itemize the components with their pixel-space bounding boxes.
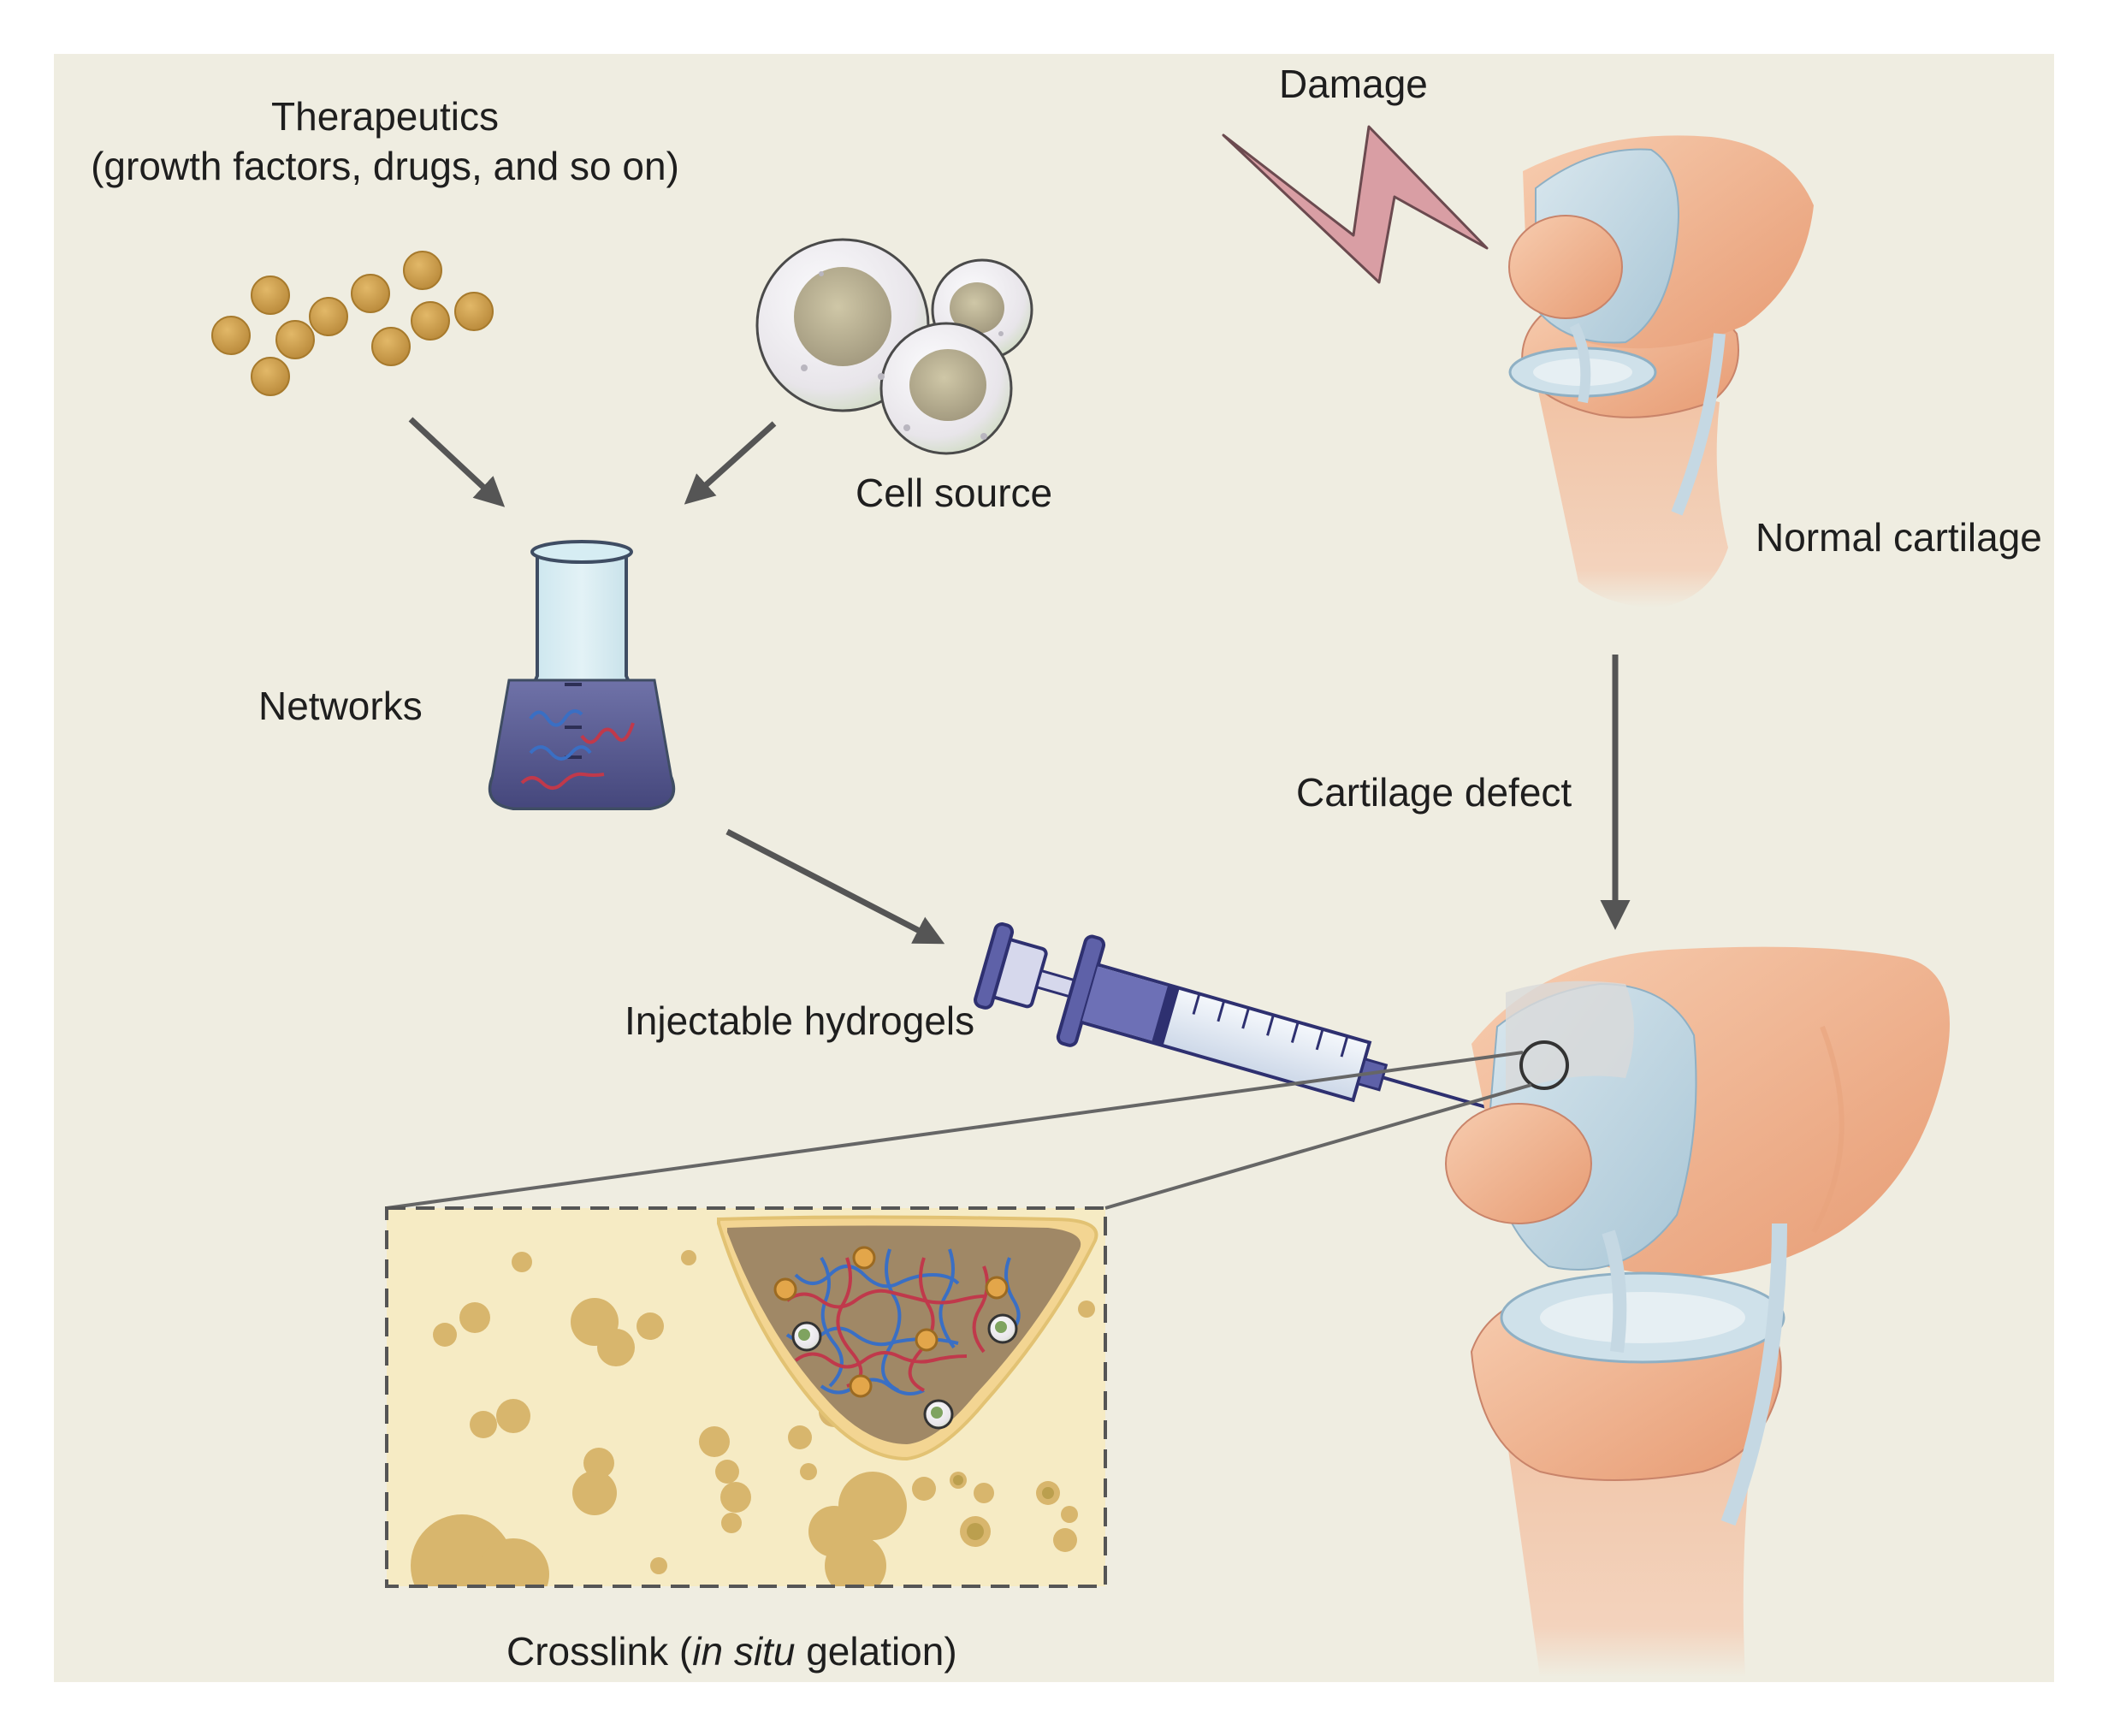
arrow-flask-to-syringe: [725, 828, 945, 945]
crosslink-label-prefix: Crosslink (: [506, 1629, 693, 1674]
damage-label: Damage: [1279, 62, 1428, 106]
crosslink-inset: [387, 1208, 1105, 1586]
therapeutics-subtitle: (growth factors, drugs, and so on): [91, 143, 679, 188]
crosslink-label: Crosslink (in situ gelation): [506, 1627, 957, 1677]
networks-label: Networks: [258, 684, 423, 728]
crosslink-label-suffix: gelation): [795, 1629, 957, 1674]
cell-source-label: Cell source: [856, 471, 1053, 515]
crosslink-inset-border: [385, 1206, 1107, 1588]
crosslink-label-italic: in situ: [692, 1629, 796, 1674]
injectable-hydrogels-label: Injectable hydrogels: [625, 998, 975, 1043]
arrow-therapeutics-to-flask: [408, 417, 506, 507]
defect-magnifier-circle: [1519, 1040, 1569, 1090]
lightning-bolt-icon: [1222, 125, 1489, 284]
zoom-guide-line-top: [386, 1051, 1524, 1210]
cartilage-defect-label: Cartilage defect: [1296, 770, 1572, 815]
normal-knee-illustration: [1508, 135, 1814, 607]
arrow-cells-to-flask: [684, 421, 777, 505]
erlenmeyer-flask-icon: [488, 540, 676, 810]
normal-cartilage-label: Normal cartilage: [1756, 515, 2042, 560]
damaged-knee-illustration: [1445, 946, 1950, 1677]
cell-source-icon: [755, 238, 1033, 455]
syringe-icon: [974, 922, 1521, 1119]
therapeutics-title: Therapeutics: [271, 94, 499, 139]
therapeutic-beads: [211, 251, 494, 396]
therapeutics-label: Therapeutics (growth factors, drugs, and…: [68, 92, 702, 191]
zoom-guide-line-bottom: [1104, 1083, 1532, 1210]
